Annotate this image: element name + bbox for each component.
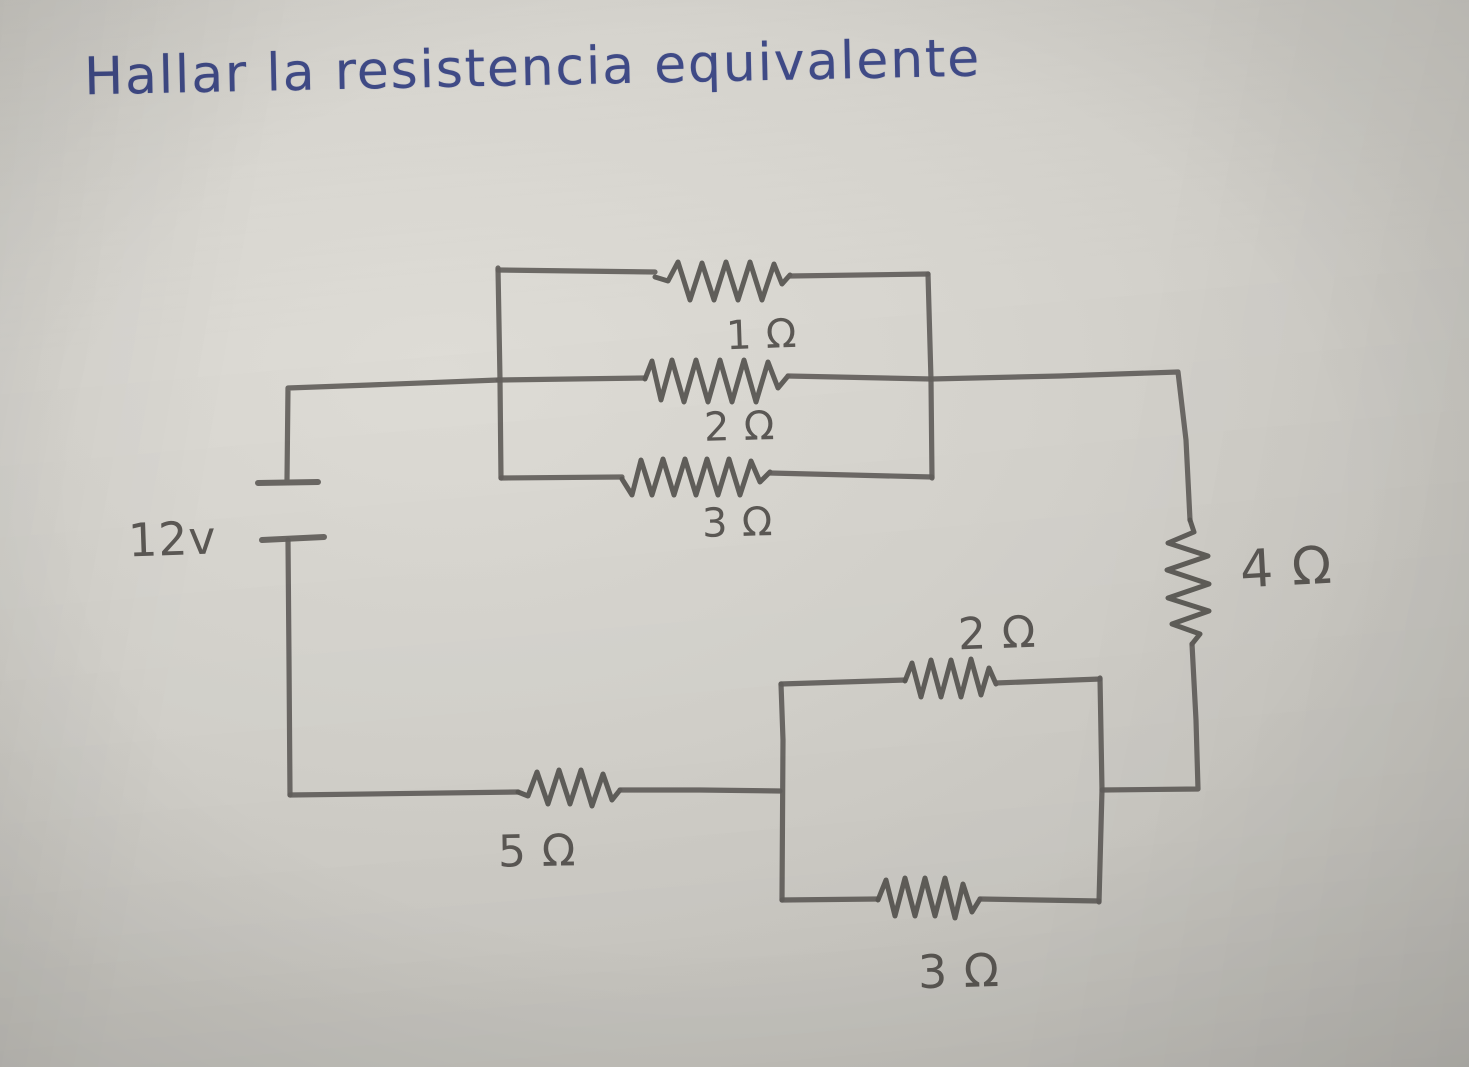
branch-wire-2ohm-left bbox=[495, 375, 648, 383]
resistor-zigzag-3ohm bbox=[619, 456, 773, 498]
branch-wire-2ohm-right bbox=[785, 373, 934, 382]
resistor-label-3ohm-bottom: 3 Ω bbox=[917, 942, 1001, 1000]
wire-4ohm-to-bottom bbox=[1099, 641, 1201, 793]
battery-plate-short bbox=[255, 479, 321, 486]
branch-wire-2ohm-bottomblock-left bbox=[778, 677, 908, 687]
resistor-label-5ohm: 5 Ω bbox=[497, 825, 577, 878]
resistor-zigzag-3ohm-bottomblock bbox=[875, 875, 983, 921]
resistor-zigzag-2ohm bbox=[642, 357, 791, 405]
wire-bottom-mid bbox=[617, 787, 783, 794]
resistor-zigzag-5ohm bbox=[515, 767, 623, 809]
wire-bottom-left bbox=[287, 789, 521, 798]
node-right-top-block bbox=[925, 271, 935, 481]
resistor-zigzag-4ohm bbox=[1164, 517, 1212, 647]
resistor-label-1ohm: 1 Ω bbox=[725, 310, 798, 360]
node-left-top-block bbox=[495, 265, 504, 481]
branch-wire-1ohm-right bbox=[787, 271, 931, 279]
resistor-label-2ohm-bottom: 2 Ω bbox=[957, 606, 1038, 661]
branch-wire-3ohm-left bbox=[498, 474, 625, 481]
wire-top-left-to-battery bbox=[284, 377, 501, 483]
branch-wire-3ohm-bottomblock-right bbox=[977, 896, 1102, 904]
resistor-label-3ohm-top: 3 Ω bbox=[701, 499, 774, 547]
source-label-12v: 12v bbox=[127, 510, 218, 568]
branch-wire-3ohm-right bbox=[767, 470, 935, 480]
resistor-label-4ohm: 4 Ω bbox=[1238, 535, 1334, 601]
branch-wire-1ohm bbox=[495, 267, 658, 275]
resistor-zigzag-2ohm-bottomblock bbox=[902, 656, 999, 700]
resistor-label-2ohm-top: 2 Ω bbox=[703, 403, 776, 451]
wire-battery-bottom-lead bbox=[285, 537, 293, 798]
node-left-bottom-block bbox=[778, 681, 786, 903]
wire-top-right-to-4ohm bbox=[928, 369, 1193, 523]
branch-wire-2ohm-bottomblock-right bbox=[993, 676, 1103, 686]
resistor-zigzag-1ohm bbox=[652, 259, 793, 303]
branch-wire-3ohm-bottomblock-left bbox=[779, 896, 881, 903]
battery-plate-long bbox=[259, 534, 327, 543]
